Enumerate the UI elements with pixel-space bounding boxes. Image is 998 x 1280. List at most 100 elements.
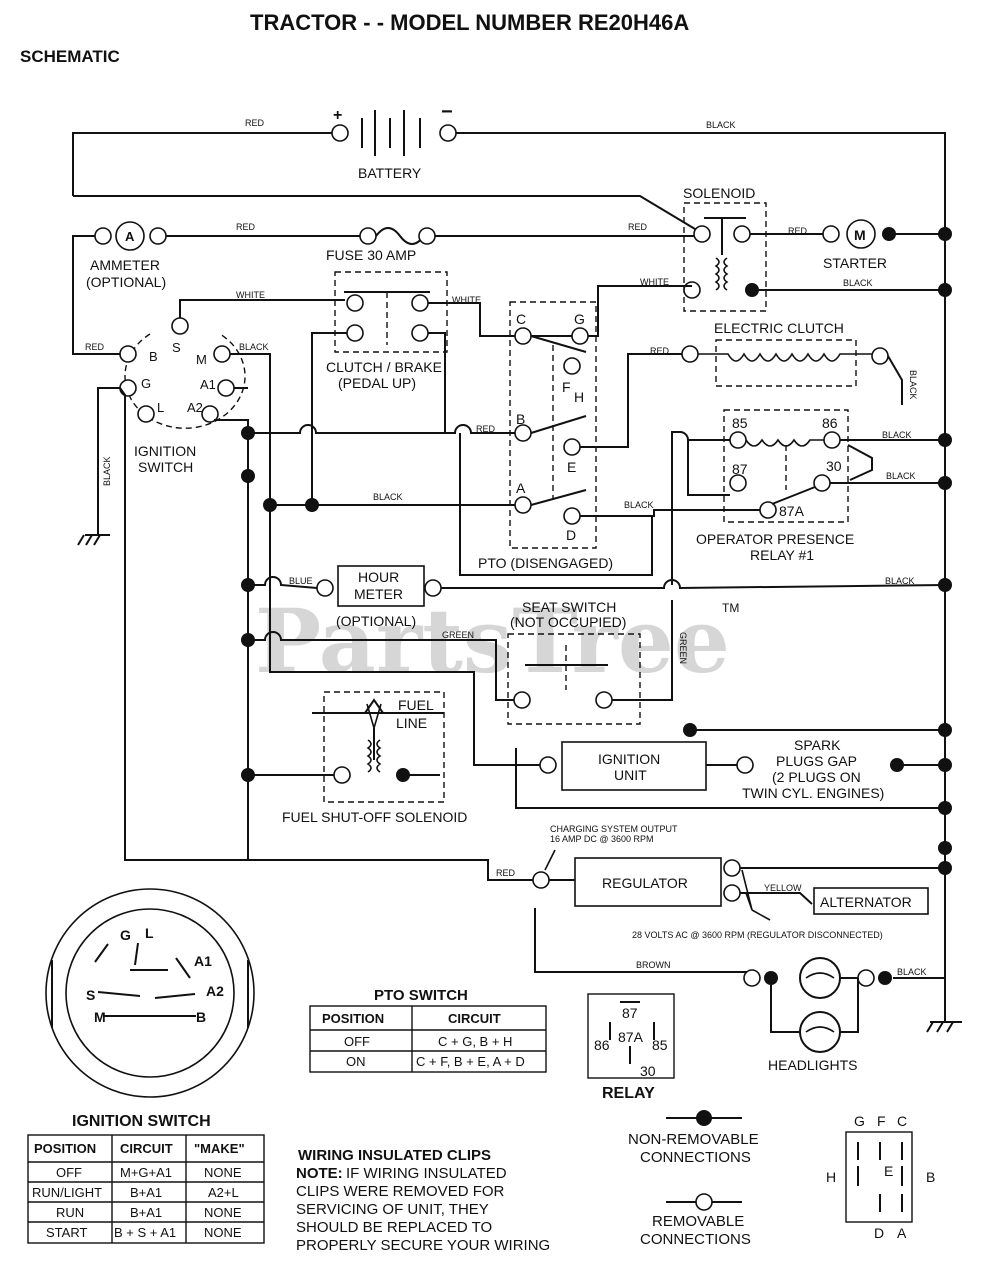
pinout-D: D <box>874 1225 884 1241</box>
ac-note: 28 VOLTS AC @ 3600 RPM (REGULATOR DISCON… <box>632 930 883 940</box>
regulator: CHARGING SYSTEM OUTPUT 16 AMP DC @ 3600 … <box>496 824 802 921</box>
spark-plugs: SPARK PLUGS GAP (2 PLUGS ON TWIN CYL. EN… <box>742 737 884 801</box>
clips-note-label: NOTE: <box>296 1165 343 1182</box>
solenoid-label: SOLENOID <box>683 185 755 201</box>
alternator: ALTERNATOR <box>813 887 929 915</box>
headlights: HEADLIGHTS <box>743 957 892 1073</box>
electric-clutch-label: ELECTRIC CLUTCH <box>714 320 844 336</box>
wire-label-black-a: BLACK <box>373 492 403 502</box>
ignition-switch-table: IGNITION SWITCH POSITION CIRCUIT "MAKE" … <box>27 1113 265 1244</box>
ign-row3-circuit: B+A1 <box>130 1205 162 1220</box>
ign-row4-pos: START <box>46 1225 87 1240</box>
relay-pin-85: 85 <box>652 1037 668 1053</box>
pto-term-B: B <box>516 411 525 427</box>
charging-label: CHARGING SYSTEM OUTPUT <box>550 824 678 834</box>
ign-switch-label: IGNITION <box>134 443 196 459</box>
face-G: G <box>120 927 131 943</box>
regulator-label: REGULATOR <box>602 875 688 891</box>
relay-pin-86: 86 <box>594 1037 610 1053</box>
ign-row2-circuit: B+A1 <box>130 1185 162 1200</box>
pto-term-D: D <box>566 527 576 543</box>
seat-switch: SEAT SWITCH (NOT OCCUPIED) <box>507 599 641 725</box>
wire-label-black-hl: BLACK <box>897 967 927 977</box>
pto-table-title: PTO SWITCH <box>374 987 468 1004</box>
battery-label: BATTERY <box>358 165 422 181</box>
pto-pinout: G F C H E B D A <box>826 1113 935 1241</box>
diagram-title: TRACTOR - - MODEL NUMBER RE20H46A <box>250 10 689 35</box>
pinout-A: A <box>897 1225 907 1241</box>
fuse: FUSE 30 AMP <box>326 227 436 263</box>
spark-label4: TWIN CYL. ENGINES) <box>742 785 884 801</box>
ignition-switch: S B M G A1 L A2 IGNITION SWITCH <box>119 317 246 475</box>
pinout-E: E <box>884 1163 893 1179</box>
term-L: L <box>157 400 164 415</box>
pto-header-position: POSITION <box>322 1011 384 1026</box>
legend-nonremovable: NON-REMOVABLE <box>628 1131 759 1148</box>
term-B: B <box>149 349 158 364</box>
starter-symbol: M <box>854 227 866 243</box>
wire-label-black-86: BLACK <box>882 430 912 440</box>
clips-note-line1: IF WIRING INSULATED <box>346 1165 507 1182</box>
face-M: M <box>94 1009 106 1025</box>
pto-term-E: E <box>567 459 576 475</box>
legend-nonremovable2: CONNECTIONS <box>640 1149 751 1166</box>
ammeter: A AMMETER (OPTIONAL) RED <box>72 221 167 355</box>
ign-row1-make: NONE <box>204 1165 242 1180</box>
ammeter-optional: (OPTIONAL) <box>86 274 166 290</box>
operator-presence-relay: 85 86 87 30 87A OPERATOR PRESENCE RELAY … <box>696 409 854 563</box>
relay-term-30: 30 <box>826 458 842 474</box>
op-relay-label2: RELAY #1 <box>750 547 814 563</box>
diagram-subtitle: SCHEMATIC <box>20 47 120 66</box>
wire-label-blue: BLUE <box>289 576 313 586</box>
headlights-label: HEADLIGHTS <box>768 1057 857 1073</box>
hour-meter-label: HOUR <box>358 569 399 585</box>
clutch-brake-label: CLUTCH / BRAKE <box>326 359 442 375</box>
solenoid: SOLENOID <box>683 185 767 312</box>
clips-note-line4: SHOULD BE REPLACED TO <box>296 1219 492 1236</box>
pinout-F: F <box>877 1113 886 1129</box>
wire-label-red-fuse: RED <box>236 222 256 232</box>
battery-minus: − <box>441 101 453 123</box>
wire-label-green: GREEN <box>442 630 474 640</box>
trademark: TM <box>722 601 739 615</box>
ign-row1-circuit: M+G+A1 <box>120 1165 172 1180</box>
connection-legend: NON-REMOVABLE CONNECTIONS REMOVABLE CONN… <box>628 1110 759 1248</box>
spark-label3: (2 PLUGS ON <box>772 769 861 785</box>
pto-row-off-circuit: C + G, B + H <box>438 1034 512 1049</box>
fuel-solenoid-label: FUEL SHUT-OFF SOLENOID <box>282 809 467 825</box>
term-S: S <box>172 340 181 355</box>
wire-label-red-reg: RED <box>496 868 516 878</box>
wire-label-white-sol: WHITE <box>640 277 669 287</box>
term-M: M <box>196 352 207 367</box>
ign-header-make: "MAKE" <box>194 1141 245 1156</box>
fuel-shutoff-solenoid: FUEL LINE FUEL SHUT-OFF SOLENOID <box>282 691 467 825</box>
face-A2: A2 <box>206 983 224 999</box>
seat-switch-label2: (NOT OCCUPIED) <box>510 614 626 630</box>
wire-label-red-clutch: RED <box>650 346 670 356</box>
wire-label-yellow: YELLOW <box>764 883 802 893</box>
op-relay-label: OPERATOR PRESENCE <box>696 531 854 547</box>
relay-pinout: 87 87A 86 85 30 RELAY <box>587 993 675 1102</box>
wire-label-black-ground: BLACK <box>102 456 112 486</box>
battery-plus: + <box>333 107 342 124</box>
ign-row4-make: NONE <box>204 1225 242 1240</box>
hour-meter: HOUR METER (OPTIONAL) <box>316 565 442 629</box>
electric-clutch: ELECTRIC CLUTCH <box>681 320 889 387</box>
pinout-C: C <box>897 1113 907 1129</box>
pinout-H: H <box>826 1169 836 1185</box>
ign-row2-pos: RUN/LIGHT <box>32 1185 102 1200</box>
ign-row4-circuit: B + S + A1 <box>114 1225 176 1240</box>
term-G: G <box>141 376 151 391</box>
ammeter-label: AMMETER <box>90 257 160 273</box>
wire-label-red: RED <box>245 118 265 128</box>
junction-dots <box>241 227 952 875</box>
starter: M STARTER <box>822 219 896 271</box>
pto-row-off-pos: OFF <box>344 1034 370 1049</box>
wire-label-black-30: BLACK <box>886 471 916 481</box>
wiring-clips-note: WIRING INSULATED CLIPS NOTE: IF WIRING I… <box>296 1147 550 1254</box>
clips-note-title: WIRING INSULATED CLIPS <box>298 1147 491 1164</box>
wire-label-black-solenoid: BLACK <box>843 278 873 288</box>
ign-row2-make: A2+L <box>208 1185 239 1200</box>
wire-label-red-b: RED <box>476 424 496 434</box>
